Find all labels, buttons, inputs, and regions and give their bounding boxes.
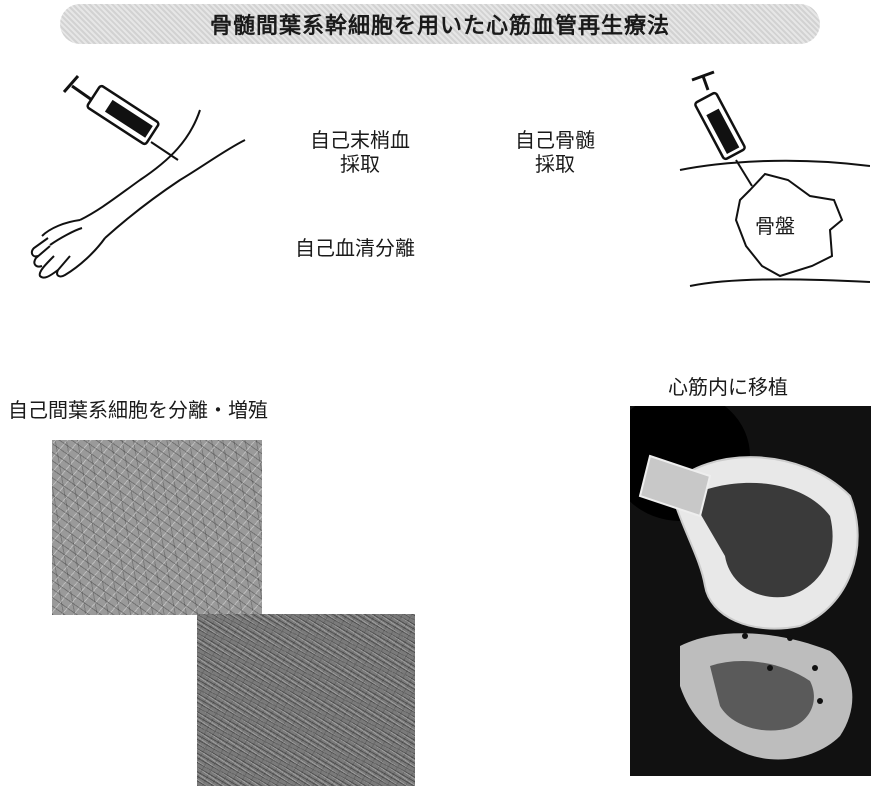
title-banner: 骨髄間葉系幹細胞を用いた心筋血管再生療法 [60, 4, 820, 44]
mesenchymal-cells-label: 自己間葉系細胞を分離・増殖 [8, 398, 268, 422]
arm-icon [30, 109, 246, 279]
serum-separation-label: 自己血清分離 [295, 236, 415, 260]
peripheral-blood-line1: 自己末梢血 [310, 128, 410, 152]
syringe-arm-icon [62, 75, 179, 161]
cell-culture-photo-confluent [197, 614, 415, 786]
pelvis-syringe-illustration [679, 70, 870, 287]
heart-transplant-photo [630, 406, 871, 776]
cell-culture-photo-sparse [52, 440, 262, 615]
arm-syringe-illustration [30, 75, 246, 279]
bone-marrow-line2: 採取 [535, 152, 575, 176]
syringe-pelvis-icon [691, 70, 753, 187]
transplant-label: 心筋内に移植 [668, 375, 788, 399]
pelvis-bone-outline [734, 172, 844, 278]
body-outline [679, 159, 870, 287]
page-title: 骨髄間葉系幹細胞を用いた心筋血管再生療法 [209, 13, 670, 39]
bone-marrow-collection-label: 自己骨髄 採取 [500, 128, 610, 176]
bone-marrow-line1: 自己骨髄 [515, 128, 595, 152]
peripheral-blood-line2: 採取 [340, 152, 380, 176]
peripheral-blood-collection-label: 自己末梢血 採取 [295, 128, 425, 176]
pelvis-label: 骨盤 [755, 214, 795, 238]
